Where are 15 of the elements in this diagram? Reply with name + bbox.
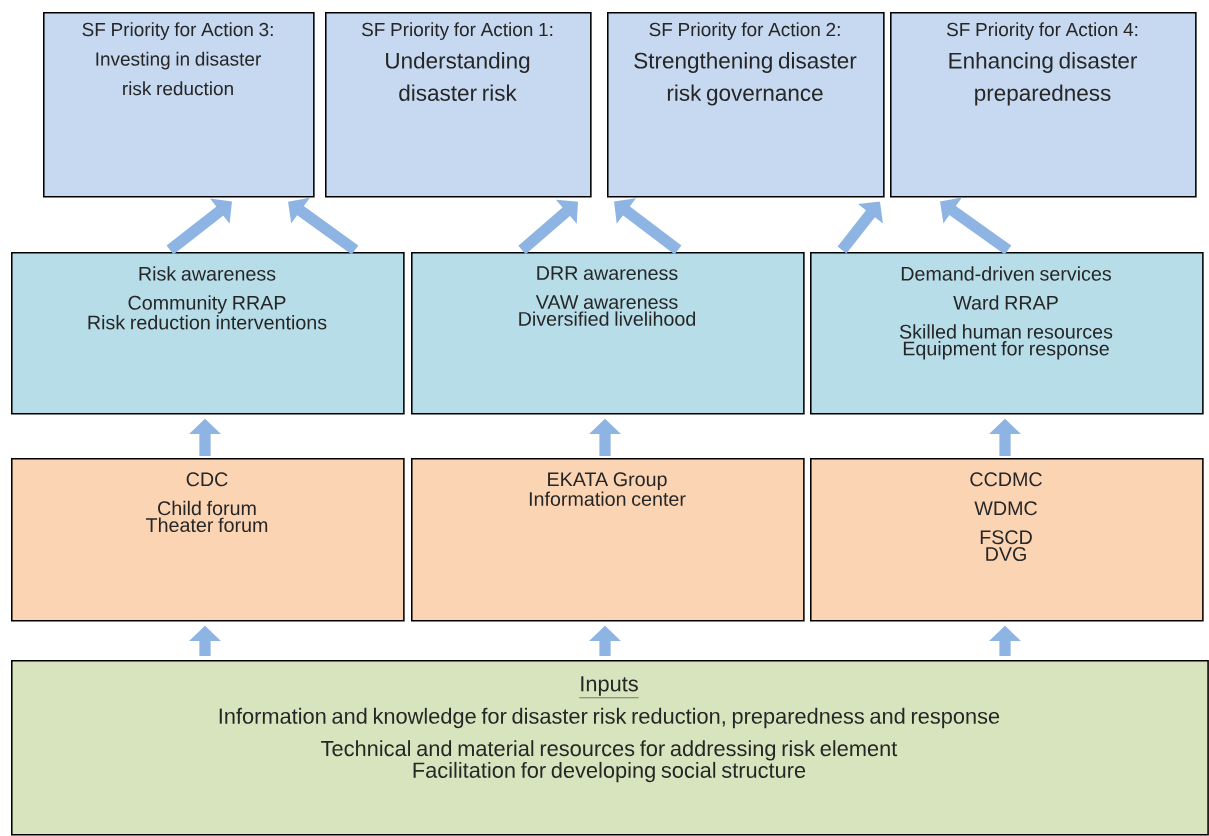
activity-box: CDC Child forum Theater forum <box>11 458 405 622</box>
activity-box: DRR awareness VAW awareness Diversified livelihood <box>411 252 805 415</box>
arrow <box>837 201 883 254</box>
activity-box: Demand-driven services Ward RRAP Skilled human resources Equipment for response <box>810 252 1204 415</box>
priority-box: SF Priority for Action 3: Investing in disaster risk reduction <box>43 12 315 198</box>
inputs-box: Inputs Information and knowledge for disaster risk reduction, preparedness and response Technical and material resources for addressing risk element Facilitation for developing social structure <box>11 660 1209 836</box>
arrow <box>518 199 578 255</box>
arrow <box>166 198 232 255</box>
activity-box: Risk awareness Community RRAP Risk reduction interventions <box>11 252 405 415</box>
activity-box: CCDMC WDMC FSCD DVG <box>810 458 1204 622</box>
activity-box: EKATA Group Information center <box>411 458 805 622</box>
priority-box: SF Priority for Action 1: Understanding disaster risk <box>325 12 592 198</box>
priority-box: SF Priority for Action 2: Strengthening disaster risk governance <box>607 12 885 198</box>
priority-box: SF Priority for Action 4: Enhancing disaster preparedness <box>890 12 1197 198</box>
arrow <box>614 198 682 255</box>
